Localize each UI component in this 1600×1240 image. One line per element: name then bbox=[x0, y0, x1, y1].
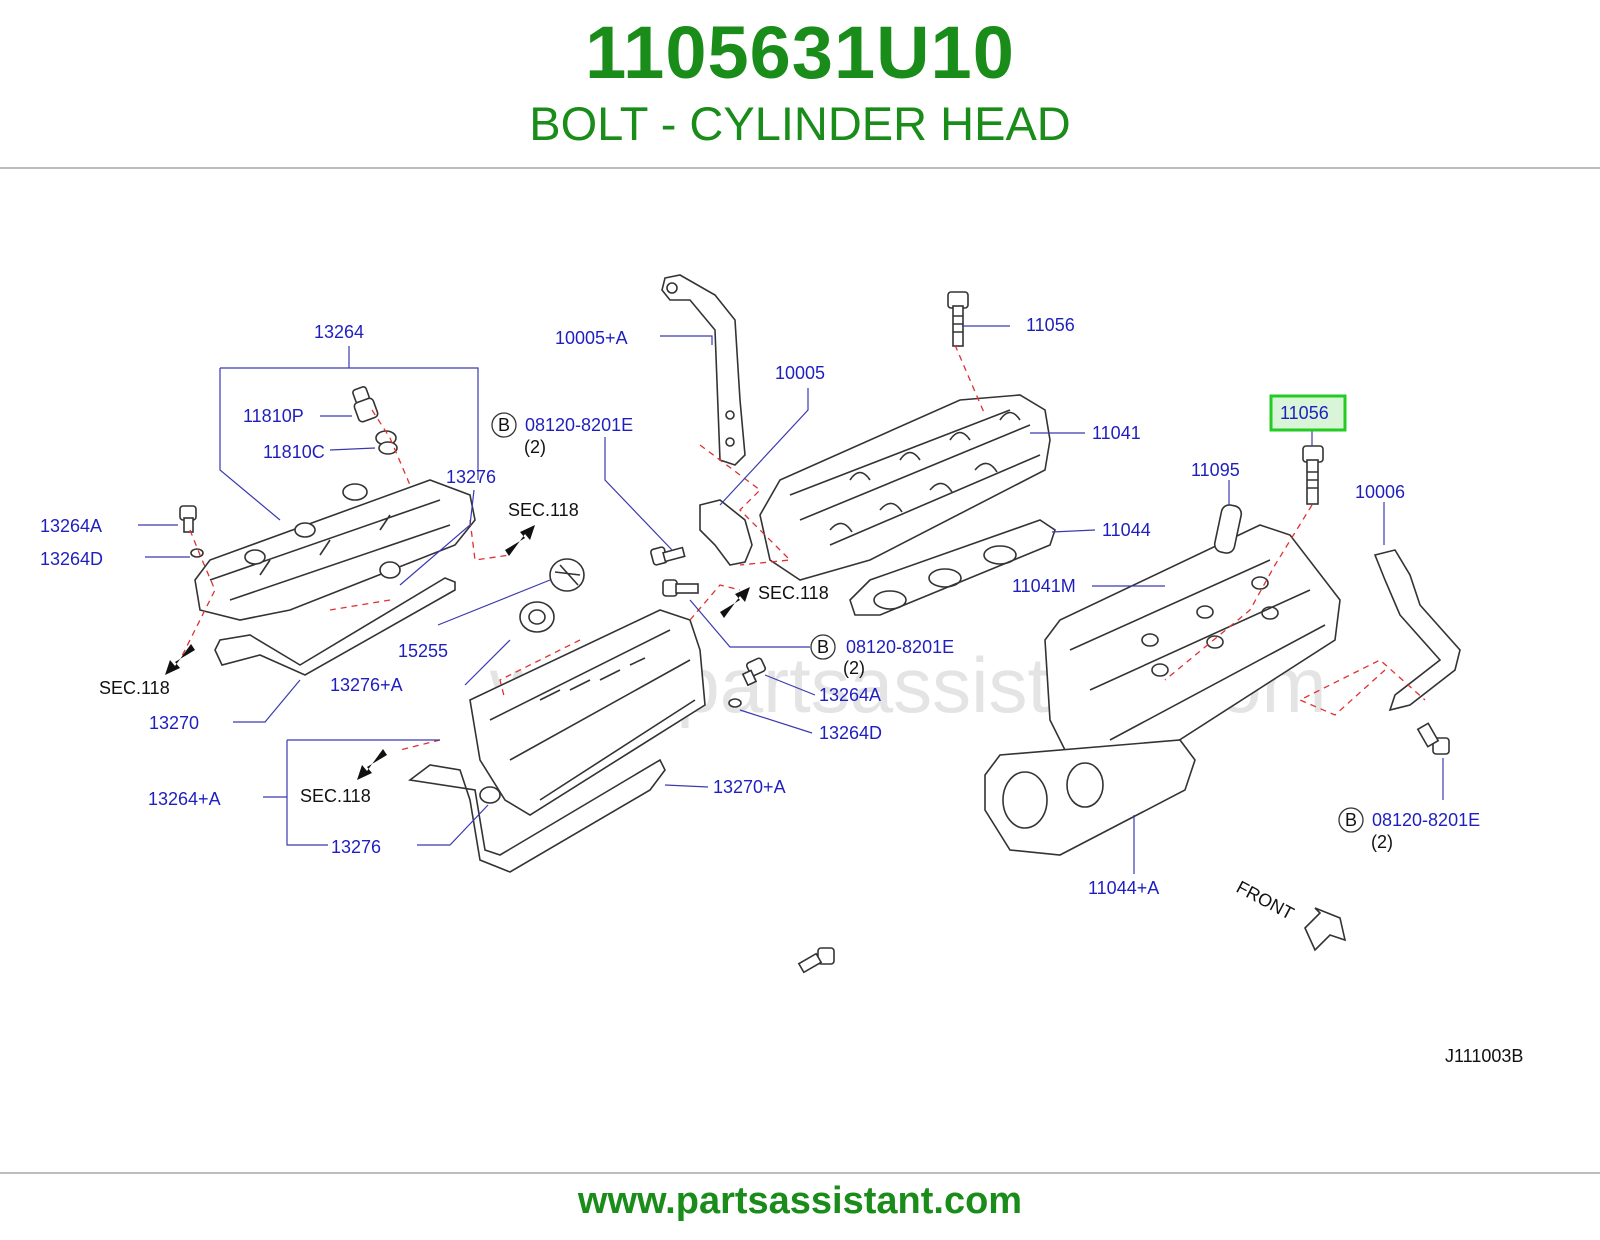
callout-11041m[interactable]: 11041M bbox=[1012, 576, 1076, 596]
callout-10005[interactable]: 10005 bbox=[775, 363, 825, 383]
callout-13270[interactable]: 13270 bbox=[149, 713, 199, 733]
callout-11095[interactable]: 11095 bbox=[1191, 460, 1240, 480]
footer-url[interactable]: www.partsassistant.com bbox=[577, 1180, 1023, 1222]
callout-11044a[interactable]: 11044+A bbox=[1088, 878, 1159, 898]
qty-mid: (2) bbox=[843, 658, 865, 678]
cylinder-head-11041 bbox=[759, 394, 1051, 581]
svg-text:B: B bbox=[498, 415, 510, 435]
callout-13276a[interactable]: 13276+A bbox=[330, 675, 403, 695]
sec118-label-1[interactable]: SEC.118 bbox=[508, 500, 579, 520]
washer-13264d-mid bbox=[728, 698, 742, 708]
callout-11056-top[interactable]: 11056 bbox=[1026, 315, 1075, 335]
b-marker-right: B bbox=[1338, 807, 1364, 833]
sec118-arrow-3 bbox=[165, 644, 195, 675]
callout-13276-top[interactable]: 13276 bbox=[446, 467, 496, 487]
assembly-lines bbox=[179, 344, 1426, 751]
gasket-13270a bbox=[407, 758, 666, 873]
sec118-label-2[interactable]: SEC.118 bbox=[758, 583, 829, 603]
sec118-label-3[interactable]: SEC.118 bbox=[99, 678, 170, 698]
sec118-arrow-1 bbox=[505, 525, 535, 556]
bracket-10006 bbox=[1373, 549, 1461, 712]
rocker-cover-lower bbox=[469, 609, 706, 816]
bolt-08120-right bbox=[1416, 722, 1450, 755]
leader-lines bbox=[138, 325, 1444, 874]
rocker-cover-upper bbox=[194, 479, 476, 621]
head-gasket-11044a bbox=[984, 739, 1196, 856]
callout-08120-top[interactable]: 08120-8201E bbox=[525, 415, 633, 435]
callout-13276-bottom[interactable]: 13276 bbox=[331, 837, 381, 857]
sec118-arrow-2 bbox=[720, 587, 750, 618]
callout-13264d-left[interactable]: 13264D bbox=[40, 549, 103, 569]
svg-text:B: B bbox=[1345, 810, 1357, 830]
bolt-13264a-mid bbox=[741, 657, 767, 687]
sec118-label-4[interactable]: SEC.118 bbox=[300, 786, 371, 806]
bracket-10005a bbox=[661, 274, 746, 466]
gasket-13270 bbox=[214, 577, 456, 676]
callout-10005a[interactable]: 10005+A bbox=[555, 328, 628, 348]
callout-13264d-mid[interactable]: 13264D bbox=[819, 723, 882, 743]
callout-08120-right[interactable]: 08120-8201E bbox=[1372, 810, 1480, 830]
washer-13264d-left bbox=[190, 548, 204, 558]
bracket-10005 bbox=[699, 499, 753, 566]
callout-11044[interactable]: 11044 bbox=[1102, 520, 1151, 540]
loose-bolt bbox=[797, 947, 835, 974]
callout-11056-highlighted[interactable]: 11056 bbox=[1280, 403, 1329, 423]
callout-13264[interactable]: 13264 bbox=[314, 322, 364, 342]
callout-13270a[interactable]: 13270+A bbox=[713, 777, 786, 797]
cylinder-head-11041m bbox=[1044, 524, 1341, 776]
callout-13264a-left[interactable]: 13264A bbox=[40, 516, 102, 536]
sec118-arrow-4 bbox=[357, 749, 387, 780]
dowel-11095 bbox=[1213, 504, 1243, 554]
callout-11810c[interactable]: 11810C bbox=[263, 442, 325, 462]
b-marker-mid: B bbox=[810, 634, 836, 660]
diagram-code: J111003B bbox=[1445, 1046, 1523, 1066]
highlight-box bbox=[1269, 394, 1347, 432]
callout-08120-mid[interactable]: 08120-8201E bbox=[846, 637, 954, 657]
plug-seal-13276 bbox=[379, 561, 401, 579]
callout-15255[interactable]: 15255 bbox=[398, 641, 448, 661]
header-divider bbox=[0, 167, 1600, 169]
part-number-title: 1105631U10 bbox=[585, 11, 1015, 94]
part-name-subtitle: BOLT - CYLINDER HEAD bbox=[529, 97, 1071, 150]
grommet-11810c bbox=[375, 430, 398, 455]
qty-right: (2) bbox=[1371, 832, 1393, 852]
bolt-08120-top bbox=[650, 546, 686, 566]
callout-13264plusa[interactable]: 13264+A bbox=[148, 789, 221, 809]
callout-11041[interactable]: 11041 bbox=[1092, 423, 1141, 443]
head-gasket-11044 bbox=[849, 519, 1056, 616]
svg-text:B: B bbox=[817, 637, 829, 657]
footer-divider bbox=[0, 1172, 1600, 1174]
oil-filler-cap bbox=[549, 558, 585, 592]
plug-seal-13276-lower bbox=[479, 786, 501, 804]
head-bolt-11056-highlighted[interactable] bbox=[1302, 445, 1324, 505]
bolt-13264a-left bbox=[179, 505, 197, 533]
front-label: FRONT bbox=[1233, 877, 1297, 924]
header: 1105631U10 BOLT - CYLINDER HEAD bbox=[0, 0, 1600, 170]
qty-top: (2) bbox=[524, 437, 546, 457]
callout-11810p[interactable]: 11810P bbox=[243, 406, 304, 426]
oil-seal-15255 bbox=[519, 601, 555, 633]
callout-10006[interactable]: 10006 bbox=[1355, 482, 1405, 502]
callout-13264a-mid[interactable]: 13264A bbox=[819, 685, 881, 705]
front-arrow-icon bbox=[1304, 907, 1347, 952]
pcv-valve-11810p bbox=[352, 386, 379, 423]
head-bolt-11056-top bbox=[947, 291, 969, 347]
bolt-08120-mid bbox=[662, 579, 699, 597]
b-marker-top: B bbox=[491, 412, 517, 438]
